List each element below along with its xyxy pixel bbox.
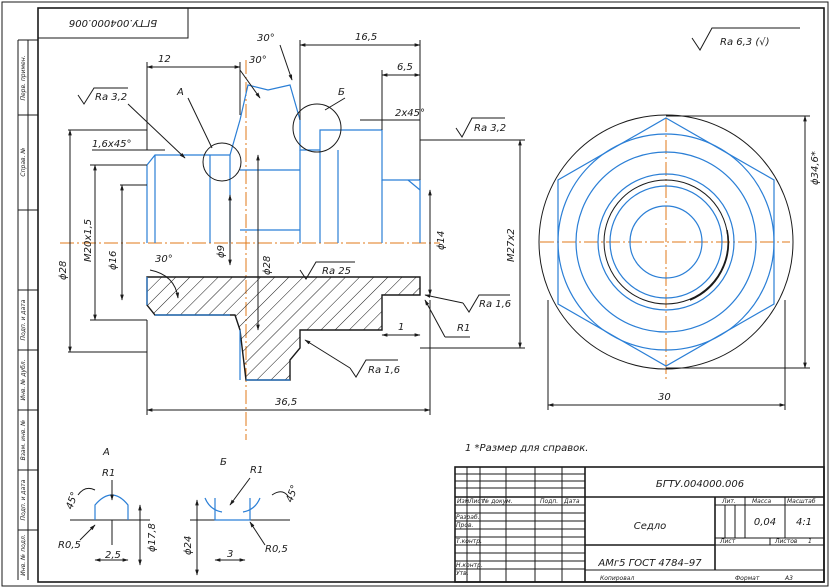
tb-sheet-label: Лист	[719, 538, 736, 545]
dim-m20: M20x1,5	[83, 219, 94, 262]
detail-b-r05: R0,5	[265, 544, 288, 555]
detail-b-title: Б	[220, 457, 227, 468]
ra-1-6-bottom: Ra 1,6	[368, 365, 400, 376]
detail-a-r1: R1	[102, 468, 115, 479]
section-outline-bottom	[146, 277, 290, 381]
dim-d16: ϕ16	[108, 251, 119, 270]
tb-row-1: Пров.	[456, 522, 474, 529]
detail-b: Б R1 R0,5 45° 3 ϕ24	[183, 457, 301, 576]
side-label-3: Инв. № дубл.	[20, 359, 27, 400]
side-label-5: Подп. и дата	[20, 479, 27, 520]
detail-a-title: А	[102, 447, 110, 458]
tb-scale-label: Масштаб	[787, 498, 816, 505]
top-stamp: БГТУ.004000.006	[37, 7, 189, 39]
detail-b-diameter: ϕ24	[183, 536, 194, 555]
side-label-2: Подп. и дата	[20, 299, 27, 340]
detail-a-width: 2,5	[105, 550, 121, 561]
tb-lit: Лит.	[721, 498, 736, 505]
dim-d28-mid: ϕ28	[262, 256, 273, 275]
dim-d28-left: ϕ28	[58, 261, 69, 280]
detail-a: А R1 R0,5 45° 2,5 ϕ17,8	[58, 447, 158, 566]
side-label-6: Инв. № подл.	[20, 534, 27, 575]
dim-d34-6: ϕ34,6*	[810, 151, 821, 185]
ra-3-2-right: Ra 3,2	[474, 123, 506, 134]
dim-chamfer-2: 2x45°	[395, 108, 425, 119]
drawing-note: 1 *Размер для справок.	[465, 443, 588, 454]
tb-format-val: A3	[784, 575, 793, 582]
tb-mass: 0,04	[754, 517, 776, 528]
tb-row-0: Разраб.	[456, 514, 480, 521]
dim-30-a: 30°	[257, 33, 275, 44]
dim-1: 1	[398, 322, 404, 333]
end-view: 30 ϕ34,6*	[538, 114, 821, 410]
detail-b-width: 3	[227, 549, 233, 560]
tb-col-date: Дата	[563, 498, 580, 505]
tb-row-5: Утв.	[456, 570, 469, 577]
ra-3-2-left: Ra 3,2	[95, 92, 127, 103]
dim-m27: M27x2	[506, 228, 517, 262]
tb-name: Седло	[634, 521, 667, 532]
top-stamp-text: БГТУ.004000.006	[69, 17, 157, 28]
detail-a-diameter: ϕ17,8	[147, 523, 158, 552]
view-label-a: А	[176, 87, 184, 98]
detail-b-r1: R1	[250, 465, 263, 476]
tb-row-2: Т.контр.	[456, 538, 482, 545]
tb-col-doc: № докум.	[482, 498, 513, 505]
tb-sheets: 1	[808, 538, 812, 545]
dim-6-5: 6,5	[397, 62, 413, 73]
section-view: А Б 12 30° 30° 16,5 6,5 2x45° 1,6x45° Ra…	[58, 32, 525, 440]
tb-mass-label: Масса	[752, 498, 771, 505]
dim-r1: R1	[457, 323, 470, 334]
dim-16-5: 16,5	[355, 32, 377, 43]
side-label-4: Взам. инв. №	[20, 420, 27, 461]
ra-25: Ra 25	[322, 266, 351, 277]
tb-format: Формат	[735, 575, 760, 582]
hex-circumscribed-circle	[538, 114, 794, 370]
roughness-general: Ra 6,3 (√)	[691, 27, 800, 51]
detail-b-angle: 45°	[284, 484, 300, 504]
section-inner-lines	[154, 150, 421, 243]
tb-code: БГТУ.004000.006	[656, 479, 744, 490]
tb-col-podp: Подп.	[540, 498, 558, 505]
side-label-1: Справ. №	[20, 147, 27, 176]
dim-angle-30: 30°	[155, 254, 173, 265]
ra-1-6-right: Ra 1,6	[479, 299, 511, 310]
section-outline-top	[146, 84, 421, 243]
dim-30: 30	[658, 392, 671, 403]
inner-frame	[37, 7, 825, 583]
tb-scale: 4:1	[796, 517, 812, 528]
dim-chamfer-1-6: 1,6x45°	[92, 139, 132, 150]
dim-d9: ϕ9	[216, 245, 227, 258]
hex-outline	[557, 117, 775, 367]
detail-a-r05: R0,5	[58, 540, 81, 551]
dim-12: 12	[158, 54, 171, 65]
dim-d14: ϕ14	[436, 231, 447, 250]
detail-circle-a	[202, 142, 242, 182]
dim-30-b: 30°	[249, 55, 267, 66]
tb-material: АМг5 ГОСТ 4784–97	[597, 558, 702, 569]
side-label-0: Перв. примен.	[20, 55, 27, 100]
side-stamp: Перв. примен. Справ. № Подп. и дата Инв.…	[17, 39, 38, 580]
dim-36-5: 36,5	[275, 397, 297, 408]
detail-circle-b	[292, 103, 342, 153]
tb-col-list: Лист	[468, 498, 485, 505]
title-block: Изм Лист № докум. Подп. Дата Разраб. Про…	[454, 466, 825, 583]
tb-row-4: Н.контр.	[456, 562, 483, 569]
tb-sheets-label: Листов	[774, 538, 798, 545]
tb-copied: Копировал	[600, 575, 634, 582]
roughness-general-text: Ra 6,3 (√)	[720, 37, 770, 48]
view-label-b: Б	[338, 87, 345, 98]
tb-col-izm: Изм	[457, 498, 470, 505]
